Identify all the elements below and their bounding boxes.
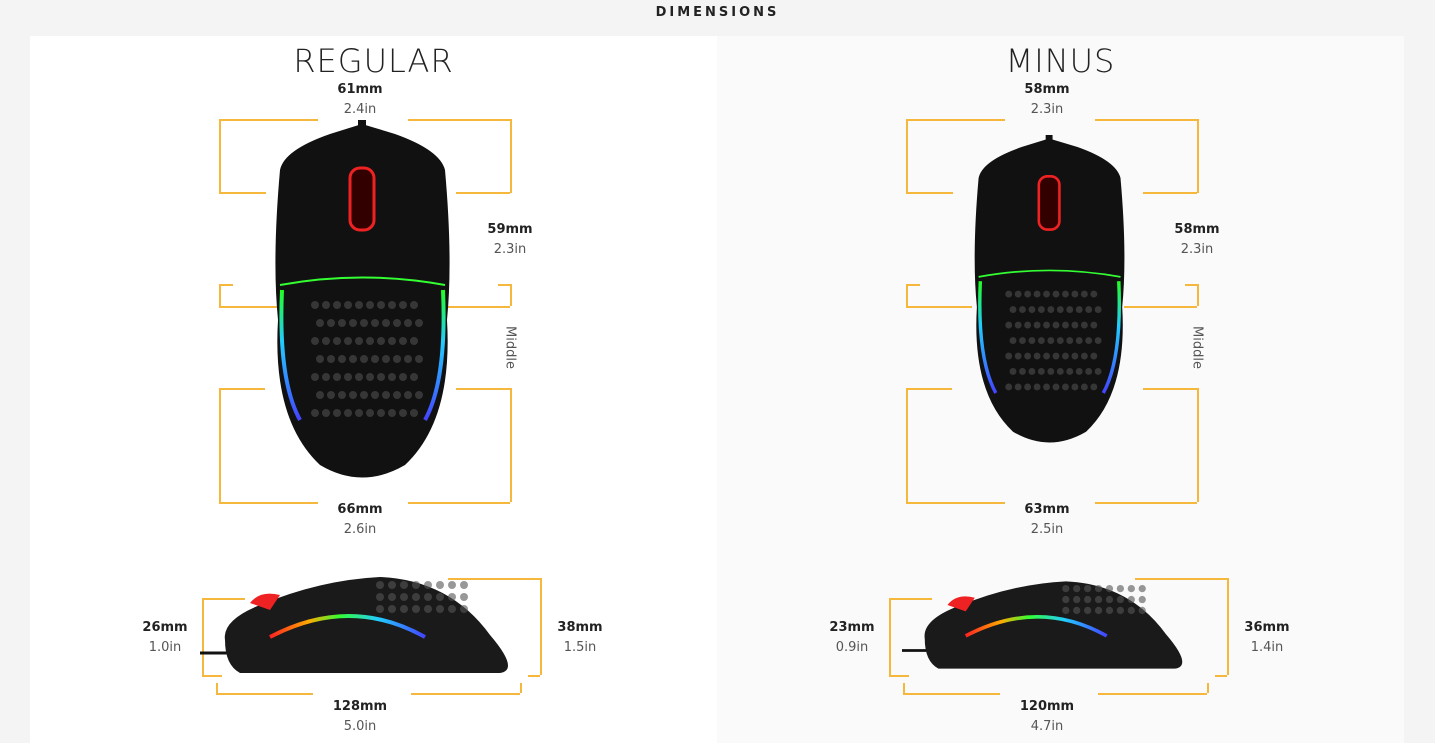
dimension-bracket-line: [219, 119, 221, 193]
dimension-bracket-line: [1185, 284, 1197, 286]
dimension-bracket-line: [1197, 284, 1199, 306]
length-mm-label: 128mm: [332, 699, 388, 714]
front-height-mm-label: 26mm: [142, 620, 188, 635]
dimension-bracket-line: [1227, 578, 1229, 675]
dimension-bracket-line: [202, 598, 204, 675]
dimension-bracket-line: [219, 192, 266, 194]
dimension-bracket-line: [1215, 675, 1227, 677]
dimension-bracket-line: [448, 578, 540, 580]
dimension-bracket-line: [456, 388, 510, 390]
front-height-in-label: 0.9in: [835, 640, 869, 655]
width-in-label: 2.3in: [1030, 102, 1064, 117]
mouse-top-view-image: [974, 135, 1125, 443]
dimension-bracket-line: [510, 119, 512, 193]
dimension-bracket-line: [1124, 306, 1197, 308]
dimension-bracket-line: [219, 306, 285, 308]
dimension-bracket-line: [1143, 388, 1197, 390]
model-title: MINUS: [1005, 42, 1116, 80]
dimension-bracket-line: [540, 578, 542, 675]
dimension-bracket-line: [1143, 192, 1197, 194]
grip-position-label: Middle: [1189, 326, 1205, 369]
dimension-bracket-line: [437, 306, 510, 308]
grip-position-label: Middle: [502, 326, 518, 369]
dimension-bracket-line: [1135, 578, 1227, 580]
height-in-label: 1.5in: [563, 640, 597, 655]
dimension-bracket-line: [1098, 693, 1207, 695]
dimension-bracket-line: [903, 683, 905, 693]
mouse-top-view-image: [275, 120, 450, 478]
dimension-bracket-line: [906, 119, 908, 193]
dimension-bracket-line: [906, 284, 908, 306]
panel-regular: REGULAR 61mm 2.4in 59mm 2.3in Middle 66mm 2…: [30, 36, 717, 743]
dimension-bracket-line: [906, 192, 953, 194]
dimension-bracket-line: [1197, 388, 1199, 502]
dimension-bracket-line: [498, 284, 510, 286]
grip-in-label: 2.3in: [493, 242, 527, 257]
section-heading: DIMENSIONS: [655, 5, 780, 20]
dimension-bracket-line: [903, 693, 1000, 695]
base-in-label: 2.6in: [343, 522, 377, 537]
dimension-bracket-line: [889, 675, 909, 677]
dimension-bracket-line: [906, 284, 920, 286]
width-in-label: 2.4in: [343, 102, 377, 117]
dimension-bracket-line: [510, 284, 512, 306]
dimension-bracket-line: [219, 119, 318, 121]
dimension-bracket-line: [219, 388, 265, 390]
dimension-bracket-line: [202, 598, 245, 600]
dimension-bracket-line: [906, 388, 908, 502]
dimension-bracket-line: [1095, 119, 1197, 121]
dimension-bracket-line: [1207, 683, 1209, 693]
length-mm-label: 120mm: [1019, 699, 1075, 714]
dimension-bracket-line: [408, 119, 510, 121]
dimension-bracket-line: [1095, 502, 1197, 504]
length-in-label: 5.0in: [343, 719, 377, 734]
dimension-bracket-line: [202, 675, 222, 677]
dimension-bracket-line: [906, 502, 1005, 504]
dimension-bracket-line: [216, 683, 218, 693]
model-title: REGULAR: [293, 42, 454, 80]
width-mm-label: 61mm: [337, 82, 383, 97]
dimension-bracket-line: [520, 683, 522, 693]
dimension-bracket-line: [889, 598, 891, 675]
base-in-label: 2.5in: [1030, 522, 1064, 537]
dimension-bracket-line: [510, 388, 512, 502]
dimension-bracket-line: [889, 598, 932, 600]
dimension-bracket-line: [219, 284, 221, 306]
dimension-bracket-line: [219, 388, 221, 502]
dimension-bracket-line: [456, 192, 510, 194]
dimension-bracket-line: [408, 502, 510, 504]
base-mm-label: 66mm: [337, 502, 383, 517]
mouse-side-view-image: [902, 581, 1183, 669]
dimension-bracket-line: [906, 306, 972, 308]
front-height-mm-label: 23mm: [829, 620, 875, 635]
panel-minus: MINUS 58mm 2.3in 58mm 2.3in Middle 63mm 2.5…: [717, 36, 1404, 743]
grip-mm-label: 59mm: [487, 222, 533, 237]
dimension-bracket-line: [219, 284, 233, 286]
height-mm-label: 38mm: [557, 620, 603, 635]
height-mm-label: 36mm: [1244, 620, 1290, 635]
grip-in-label: 2.3in: [1180, 242, 1214, 257]
dimension-bracket-line: [216, 693, 313, 695]
height-in-label: 1.4in: [1250, 640, 1284, 655]
mouse-side-view-image: [200, 577, 508, 673]
dimension-bracket-line: [528, 675, 540, 677]
length-in-label: 4.7in: [1030, 719, 1064, 734]
dimension-bracket-line: [1197, 119, 1199, 193]
grip-mm-label: 58mm: [1174, 222, 1220, 237]
dimension-bracket-line: [411, 693, 520, 695]
width-mm-label: 58mm: [1024, 82, 1070, 97]
front-height-in-label: 1.0in: [148, 640, 182, 655]
dimension-bracket-line: [219, 502, 318, 504]
dimension-bracket-line: [906, 388, 952, 390]
base-mm-label: 63mm: [1024, 502, 1070, 517]
dimension-bracket-line: [906, 119, 1005, 121]
